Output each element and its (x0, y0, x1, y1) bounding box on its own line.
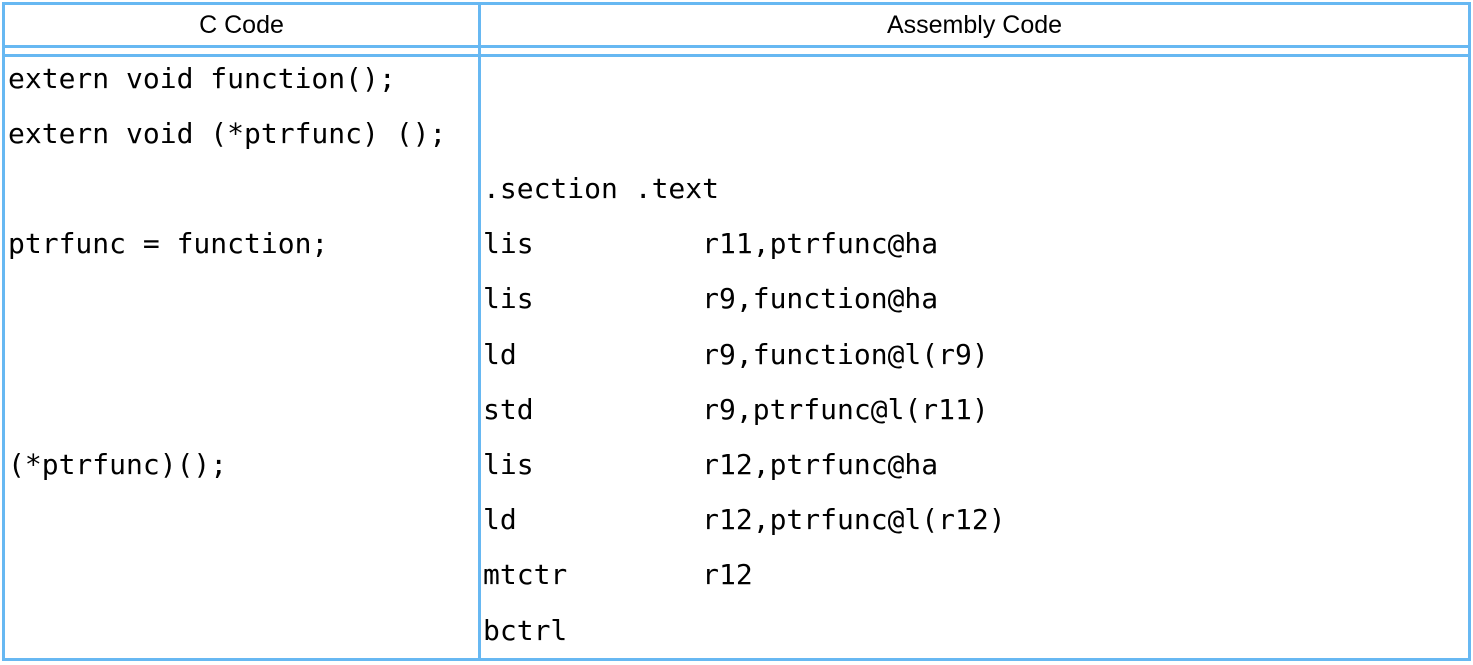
assembly-code-line: mtctr r12 (483, 558, 753, 592)
assembly-code-line (483, 106, 1468, 161)
assembly-code-column: .section .text lis r11,ptrfunc@ha lis r9… (483, 51, 1468, 658)
c-code-line: extern void function(); (8, 61, 396, 95)
header-rule-bottom (5, 54, 1468, 57)
assembly-code-line: lis r11,ptrfunc@ha (483, 227, 939, 261)
assembly-code-line (483, 51, 1468, 106)
assembly-code-line: .section .text (483, 172, 720, 206)
c-code-line: (*ptrfunc)(); (8, 448, 228, 481)
assembly-code-line: lis r12,ptrfunc@ha (483, 448, 939, 481)
c-code-line: ptrfunc = function; (8, 227, 329, 261)
c-code-line (8, 327, 478, 382)
c-code-line (8, 603, 478, 658)
column-divider (478, 2, 481, 661)
header-rule-top (5, 45, 1468, 48)
c-code-header: C Code (199, 10, 284, 39)
c-code-line (8, 492, 478, 547)
c-code-column: extern void function(); extern void (*pt… (8, 51, 478, 658)
assembly-code-header: Assembly Code (886, 10, 1063, 39)
assembly-code-line: ld r9,function@l(r9) (483, 337, 989, 371)
c-code-line (8, 271, 478, 326)
assembly-code-line: ld r12,ptrfunc@l(r12) (483, 503, 1006, 537)
c-code-line (8, 382, 478, 437)
assembly-code-line: lis r9,function@ha (483, 282, 939, 316)
c-code-line (8, 547, 478, 602)
assembly-code-line: std r9,ptrfunc@l(r11) (483, 392, 989, 426)
assembly-code-line: bctrl (483, 613, 568, 647)
c-code-line (8, 161, 478, 216)
c-code-line: extern void (*ptrfunc) (); (8, 116, 447, 150)
